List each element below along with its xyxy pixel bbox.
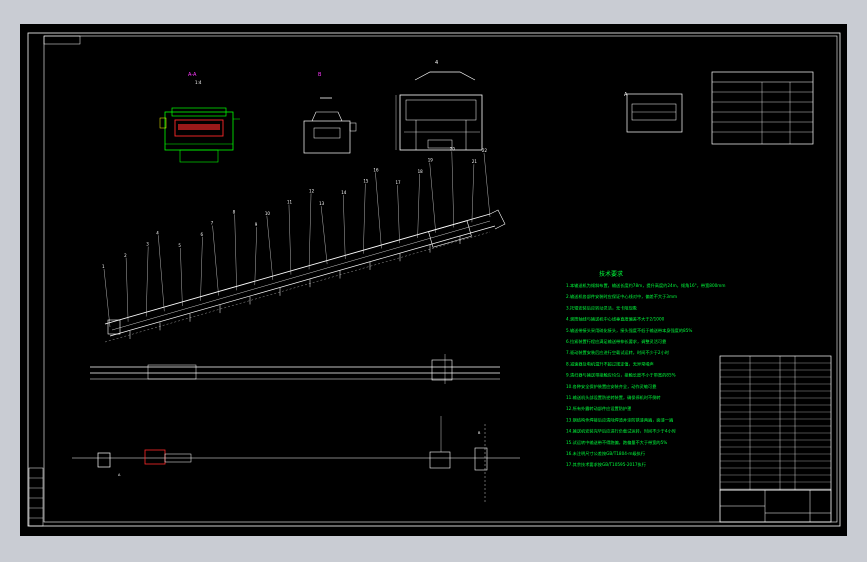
notes-title: 技术要求	[599, 270, 623, 278]
note-line: 14.输送机安装完毕后应进行负载试运转，时间不少于4小时	[566, 428, 677, 435]
note-line: 9.清扫器与输送带接触应均匀，接触长度不小于带宽的85%	[566, 372, 676, 379]
inner-frame	[43, 35, 838, 523]
callout-number: 16	[373, 167, 379, 172]
callout-leader	[158, 235, 165, 312]
note-line: 8.减速器及电机温升不超过规定值，无异常噪声	[566, 360, 654, 367]
note-line: 4.滚筒轴线与输送机中心线垂直度偏差不大于2/1000	[566, 316, 665, 323]
title-block	[719, 355, 832, 523]
callout-number: 20	[450, 146, 456, 151]
callout-number: 3	[146, 242, 149, 247]
note-line: 6.拉紧装置行程应满足输送带伸长要求，调整灵活可靠	[566, 338, 666, 345]
note-line: 11.输送机头部设置防逆转装置，确保停机时不倒转	[566, 394, 661, 401]
callout-leader	[451, 151, 454, 228]
callout-leader	[254, 227, 257, 286]
callout-leader	[266, 215, 274, 280]
note-line: 12.所有外露转动部件应设置防护罩	[566, 405, 631, 412]
callout-leader	[146, 246, 149, 317]
callout-number: 6	[200, 232, 203, 237]
callout-leader	[308, 193, 312, 270]
callout-number: 11	[287, 200, 293, 205]
left-revision-strip	[28, 467, 44, 527]
note-line: 3.托辊安装后应转动灵活，无卡阻现象	[566, 304, 637, 311]
callout-number: 2	[124, 253, 127, 258]
callout-number: 17	[396, 180, 402, 185]
svg-text:A: A	[624, 92, 628, 98]
note-line: 1.本输送机为倾斜布置，输送长度约78m，提升高度约24m，倾角16°，带宽80…	[566, 282, 725, 289]
callout-number: 12	[309, 188, 315, 193]
callout-leader	[125, 257, 129, 322]
callout-leader	[212, 225, 219, 296]
callout-number: 13	[319, 201, 325, 206]
callout-leader	[320, 206, 328, 265]
parameter-table	[711, 71, 814, 145]
belt-conveyor-drawing: A-A 1:4 B 4	[27, 32, 841, 527]
section-view-c: 4	[395, 60, 483, 151]
callout-number: 18	[418, 169, 424, 174]
section-view-a: A-A 1:4	[159, 72, 240, 163]
callout-number: 21	[472, 159, 478, 164]
callout-number: 15	[363, 179, 369, 184]
callout-leader	[471, 164, 475, 223]
callout-number: 5	[178, 243, 181, 248]
callout-leader	[180, 248, 183, 307]
drive-detail-view: A	[624, 92, 683, 133]
section-view-b: B	[303, 72, 357, 154]
drive-callout-b: B	[478, 431, 481, 435]
callout-number: 7	[211, 221, 214, 226]
drive-callout-a: A	[118, 473, 121, 477]
callout-leader	[363, 183, 366, 254]
callout-leader	[375, 172, 382, 249]
callout-leader	[200, 236, 203, 301]
callout-number: 1	[102, 264, 105, 269]
view-a-scale: 1:4	[195, 80, 202, 85]
drive-plan-view: A B	[72, 416, 520, 504]
callout-number: 22	[482, 148, 488, 153]
callout-leader	[234, 214, 237, 291]
callout-number: 9	[255, 222, 258, 227]
callout-number: 19	[428, 158, 434, 163]
outer-frame	[27, 32, 841, 527]
technical-notes: 技术要求 1.本输送机为倾斜布置，输送长度约78m，提升高度约24m，倾角16°…	[566, 270, 725, 468]
note-line: 5.输送带接头采用硫化接头，接头强度不低于输送带本身强度的85%	[566, 327, 692, 334]
callout-leader	[483, 152, 491, 218]
top-left-code-box	[43, 35, 81, 45]
note-line: 17.其余技术要求按GB/T10595-2017执行	[566, 461, 646, 468]
conveyor-plan-view	[90, 354, 500, 384]
note-line: 7.驱动装置安装后应进行空载试运转，时间不少于2小时	[566, 349, 670, 356]
note-line: 2.输送机各部件安装时应保证中心线对中，偏差不大于3mm	[566, 293, 677, 300]
callout-number: 14	[341, 190, 347, 195]
note-line: 16.未注明尺寸公差按GB/T1804-m级执行	[566, 450, 645, 457]
note-line: 15.试运转中输送带不得跑偏，跑偏量不大于带宽的5%	[566, 439, 667, 446]
callout-leader	[429, 162, 436, 233]
callout-leader	[397, 185, 400, 244]
callout-leader	[103, 268, 111, 328]
callout-leader	[417, 173, 420, 238]
note-line: 13.钢结构件焊接后应清除焊渣并涂防锈漆两遍，面漆一遍	[566, 416, 674, 423]
callout-number: 8	[233, 209, 236, 214]
view-a-label: A-A	[188, 72, 197, 78]
callout-number: 10	[265, 211, 271, 216]
view-b-label: B	[318, 72, 322, 78]
note-line: 10.各种安全保护装置应安装齐全，动作灵敏可靠	[566, 383, 656, 390]
view-c-label: 4	[435, 60, 438, 66]
callout-leader	[288, 204, 292, 275]
callout-number: 4	[156, 230, 159, 235]
cad-drawing-viewport[interactable]: A-A 1:4 B 4	[20, 24, 847, 536]
callout-leader	[343, 194, 346, 259]
